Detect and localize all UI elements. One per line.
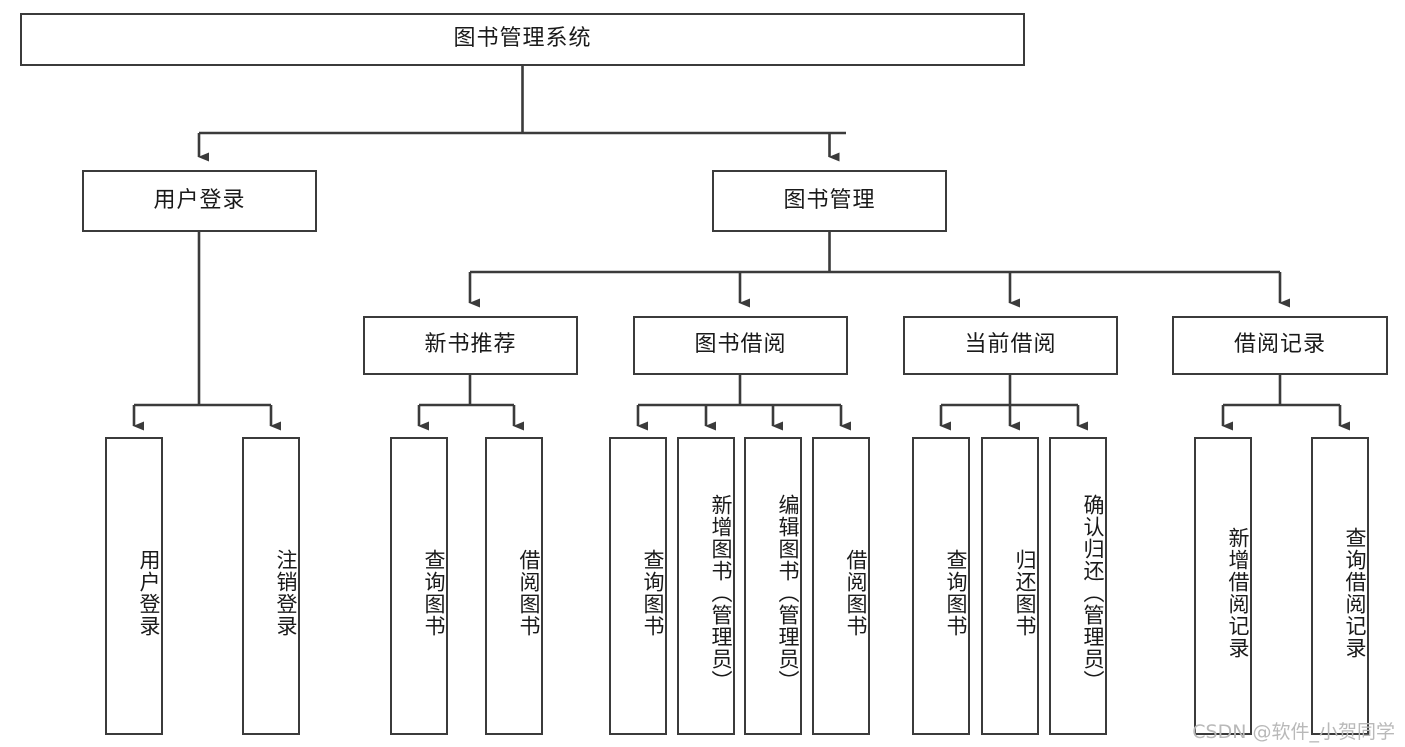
node-label: 图书借阅	[694, 332, 787, 358]
node-label: 查询图书	[422, 549, 446, 637]
node-user-login[interactable]: 用户登录	[82, 170, 317, 232]
node-label: 确认归还（管理员）	[1081, 494, 1105, 692]
node-book-borrow[interactable]: 图书借阅	[633, 316, 848, 375]
node-borrow-record[interactable]: 借阅记录	[1172, 316, 1388, 375]
node-label: 借阅图书	[517, 549, 541, 637]
node-label: 借阅记录	[1233, 332, 1326, 358]
node-book-manage[interactable]: 图书管理	[712, 170, 947, 232]
node-label: 借阅图书	[844, 549, 868, 637]
node-label: 当前借阅	[964, 332, 1057, 358]
node-label: 图书管理	[783, 187, 876, 213]
node-label: 注销登录	[274, 549, 298, 637]
node-label: 归还图书	[1013, 549, 1037, 637]
node-new-book-recommend[interactable]: 新书推荐	[363, 316, 578, 375]
node-current-borrow[interactable]: 当前借阅	[903, 316, 1118, 375]
node-label: 图书管理系统	[453, 26, 592, 52]
node-leaf-logout-login[interactable]: 注销登录	[242, 437, 300, 735]
node-label: 新增借阅记录	[1226, 527, 1250, 659]
node-label: 用户登录	[153, 187, 246, 213]
node-label: 新增图书（管理员）	[709, 494, 733, 692]
node-leaf-user-login[interactable]: 用户登录	[105, 437, 163, 735]
node-leaf-add-borrow-record[interactable]: 新增借阅记录	[1194, 437, 1252, 735]
node-leaf-borrow-book-2[interactable]: 借阅图书	[812, 437, 870, 735]
node-label: 查询图书	[944, 549, 968, 637]
node-label: 用户登录	[137, 549, 161, 637]
node-root-system[interactable]: 图书管理系统	[20, 13, 1025, 66]
node-leaf-return-book[interactable]: 归还图书	[981, 437, 1039, 735]
node-leaf-query-book-1[interactable]: 查询图书	[390, 437, 448, 735]
node-label: 查询借阅记录	[1343, 527, 1367, 659]
watermark-text: CSDN @软件_小贺同学	[1192, 721, 1395, 743]
node-label: 查询图书	[641, 549, 665, 637]
node-label: 编辑图书（管理员）	[776, 494, 800, 692]
node-leaf-query-book-2[interactable]: 查询图书	[609, 437, 667, 735]
node-label: 新书推荐	[424, 332, 517, 358]
node-leaf-add-book[interactable]: 新增图书（管理员）	[677, 437, 735, 735]
node-leaf-edit-book[interactable]: 编辑图书（管理员）	[744, 437, 802, 735]
node-leaf-query-book-3[interactable]: 查询图书	[912, 437, 970, 735]
node-leaf-confirm-return[interactable]: 确认归还（管理员）	[1049, 437, 1107, 735]
node-leaf-borrow-book-1[interactable]: 借阅图书	[485, 437, 543, 735]
node-leaf-query-borrow-record[interactable]: 查询借阅记录	[1311, 437, 1369, 735]
